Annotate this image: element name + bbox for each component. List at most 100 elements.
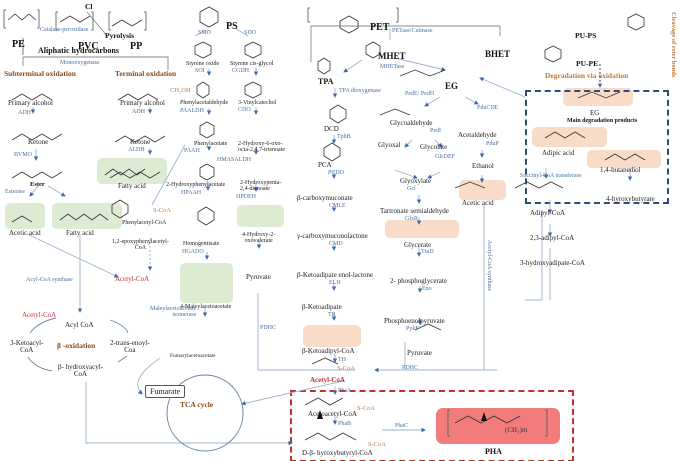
enzyme-pcdo: PCDO <box>328 170 345 176</box>
enzyme-pykf: PykF <box>406 326 419 332</box>
compound-3-vinylcatechol: 3-Vinylcatechol <box>238 100 277 106</box>
polymer-pet: PET <box>370 22 390 33</box>
enzyme-smo: SMO <box>198 30 212 36</box>
compound-14-butanediol: 1,4-butanediol <box>600 166 641 174</box>
compound-homogentisate: Homogentisate <box>183 241 220 247</box>
enzyme-hgado: HGADO <box>182 249 204 255</box>
enzyme-gcl: Gcl <box>407 186 416 192</box>
compound-acetic-acid-sub: Acetic acid <box>9 229 41 237</box>
enzyme-catalase-peroxidase: Catalase-peroxidase <box>40 27 89 33</box>
enzyme-tphb: TphB <box>337 134 351 140</box>
enzyme-succinyl-coa-transferase: Succinyl-CoA transferase <box>520 173 582 179</box>
enzyme-glcdef: GlcDEF <box>435 154 455 160</box>
compound-glycerate: Glycerate <box>404 241 432 249</box>
compound-dcd: DCD <box>324 125 339 133</box>
enzyme-adh-sub: ADH <box>18 110 31 116</box>
enzyme-bvmo: BVMO <box>14 152 33 158</box>
compound-beta-ketoadipate-enol-lactone: β-Ketoadipate enol-lactone <box>297 271 374 279</box>
compound-phenylacetyl-coa: Phenylacetyl-CoA <box>122 220 167 226</box>
compound-ketone-sub: Ketone <box>28 138 49 146</box>
compound-fatty-acid-sub: Fatty acid <box>66 229 94 237</box>
maleylacetoacetate-box <box>180 263 233 303</box>
ps-benzene-ring <box>199 6 219 28</box>
polymer-pe: PE <box>12 39 25 50</box>
polymer-pp: PP <box>130 41 143 52</box>
enzyme-phab: PhaB <box>338 421 352 427</box>
enzyme-pdhc-eg: PDHC <box>402 365 419 371</box>
compound-acyl-coa: Acyl CoA <box>65 321 94 329</box>
adipic-acid-box <box>532 127 607 147</box>
enzyme-hmasaldh: HMASALDH <box>217 157 252 163</box>
compound-fatty-acid-term: Fatty acid <box>118 182 146 190</box>
compound-2-phosphoglycerate: 2- phosphoglycerate <box>390 277 447 285</box>
compound-acetaldehyde: Acetaldehyde <box>458 131 497 139</box>
compound-phenylacetaldehyde: Phenylacetaldehyde <box>180 100 228 106</box>
enzyme-paaldh: PAALDH <box>180 108 204 114</box>
polymer-ps: PS <box>226 21 238 32</box>
enzyme-cmle: CMLE <box>329 203 346 209</box>
group-s-coa-hydroxybutyryl: S-CoA <box>368 441 387 448</box>
enzyme-pedi: PedI <box>430 128 441 134</box>
compound-styrene-oxide: Styrene oxide <box>186 61 220 67</box>
compound-4-maleylacetoacetate: 4-Maleylacetoacetate <box>180 304 232 310</box>
compound-acetic-acid-eg: Acetic acid <box>462 199 494 207</box>
enzyme-eno: Eno <box>422 286 432 292</box>
enzyme-phaa: PhaA <box>338 388 352 394</box>
enzyme-soi: SOI <box>195 68 205 74</box>
label-aliphatic-hydrocarbons: Aliphatic hydrocarbons <box>38 46 119 55</box>
compound-gamma-carboxymuconolactone: γ-carboxymuconolactone <box>297 232 368 240</box>
label-beta-oxidation: β -oxidation <box>57 341 96 350</box>
enzyme-tr: TR <box>328 312 336 318</box>
compound-pyruvate-styrene: Pyruvate <box>246 273 271 281</box>
enzyme-elh: ELH <box>329 280 341 286</box>
compound-ketone-term: Ketone <box>130 138 151 146</box>
compound-primary-alcohol-term: Primary alcohol <box>120 99 165 107</box>
group-s-coa-acetyl: S-CoA <box>337 365 356 372</box>
enzyme-pdhc-styrene: PDHC <box>260 325 277 331</box>
compound-phenylacetate: Phenylacetate <box>194 141 228 147</box>
compound-acetyl-coa-styrene: Acetyl-CoA <box>115 275 150 283</box>
compound-acetyl-coa-beta: Acetyl-CoA <box>22 311 57 319</box>
compound-glyoxylate: Glyoxylate <box>400 177 432 185</box>
compound-beta-ketoadipyl-coa: β-Ketoadipyl-CoA <box>302 347 355 355</box>
enzyme-esterase: Esterase <box>5 189 25 195</box>
enzyme-maleylacetoacetate-isomerase: Maleylacetoacetate isomerase <box>150 306 197 318</box>
enzyme-pdup: PduP <box>486 141 499 147</box>
compound-bhet: BHET <box>485 49 511 59</box>
enzyme-hpaah: HPAAH <box>181 190 202 196</box>
acetic-acid-box <box>5 203 45 229</box>
enzyme-th: TH <box>338 357 346 363</box>
polymer-pha-label: PHA <box>485 447 502 456</box>
acetic-acid-box-eg <box>459 180 506 200</box>
compound-beta-carboxymuconate: β-carboxymuconate <box>297 194 353 202</box>
polymer-pvc: PVC <box>78 41 99 52</box>
enzyme-monooxygenase: Monooxygenase <box>60 60 100 66</box>
compound-pyruvate-eg: Pyruvate <box>407 349 432 357</box>
compound-primary-alcohol-sub: Primary alcohol <box>8 99 53 107</box>
group-s-coa-phenyl: S-CoA <box>153 207 172 214</box>
ketoadipyl-coa-box <box>303 325 361 347</box>
compound-ethanol: Ethanol <box>472 162 494 170</box>
glycerate-box <box>385 220 459 238</box>
main-products-dashed-box <box>525 90 669 204</box>
compound-tartronate-semialdehyde: Tartronate semialdehyde <box>380 207 449 215</box>
header-subterminal-oxidation: Subterminal oxidation <box>4 69 76 78</box>
enzyme-cmd: CMD <box>329 241 343 247</box>
eg-product-box <box>563 88 633 106</box>
enzyme-acyl-coa-synthase: Acyl-CoA synthase <box>26 277 73 283</box>
enzyme-hpdeh: HPDEH <box>236 194 257 200</box>
enzyme-tpa-dioxygenase: TPA dioxygenase <box>339 88 381 94</box>
label-pyrolysis: Pyrolysis <box>105 31 135 40</box>
compound-ester: Ester <box>30 181 45 188</box>
compound-4-hydroxybutyrate: 4-hyroxybutyrate <box>606 195 655 203</box>
tca-cycle-circle <box>166 374 244 452</box>
compound-trienoate: 2-Hydroxy-6-oxo- octa-2,4,7-trienoate <box>238 141 285 153</box>
group-ch2oh: CH₂OH <box>170 87 191 94</box>
enzyme-petase-cutinase: PETase/Cutinase <box>392 28 433 34</box>
compound-adipic-acid: Adipic acid <box>542 149 575 157</box>
compound-mhet: MHET <box>378 51 406 61</box>
compound-d-beta-hydroxybutyryl-coa: D-β- hyroxybutyryl-CoA <box>302 449 373 457</box>
enzyme-pducde: PduCDE <box>477 105 499 111</box>
compound-23-adipyl-coa: 2,3-adipyl-CoA <box>530 234 575 242</box>
